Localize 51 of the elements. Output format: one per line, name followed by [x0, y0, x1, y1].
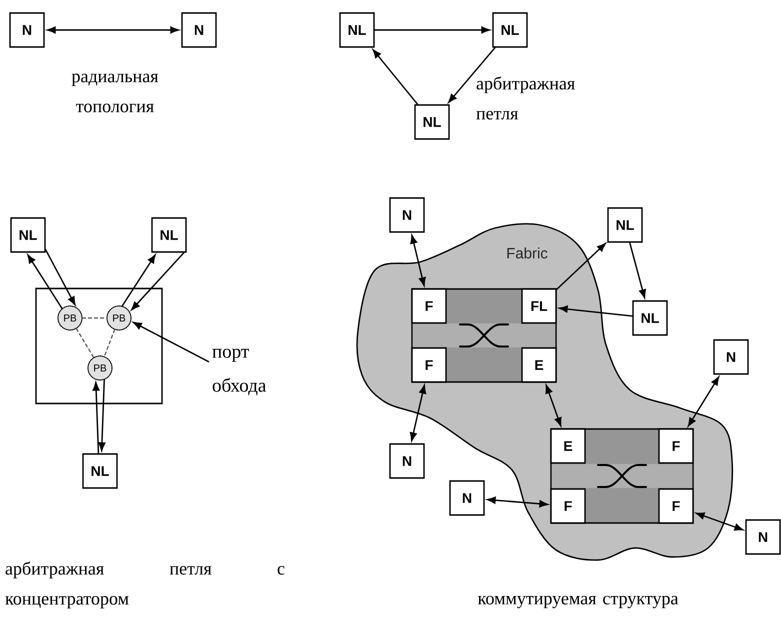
arrow: [27, 254, 63, 310]
caption: радиальная топология: [72, 74, 158, 112]
port-box: E: [550, 428, 586, 464]
arrow: [98, 379, 106, 452]
arrow: [545, 384, 562, 426]
port-box: F: [658, 488, 694, 524]
node-box: N: [449, 480, 485, 516]
port-box: E: [521, 347, 557, 383]
node-box: N: [9, 12, 45, 48]
arrow: [45, 249, 76, 306]
arrow: [410, 234, 426, 286]
arrow: [629, 242, 646, 298]
node-box: NL: [339, 12, 375, 48]
arrow: [131, 252, 185, 310]
arrow: [410, 384, 426, 442]
node-box: NL: [632, 300, 668, 336]
arrow: [92, 382, 100, 454]
arrow: [372, 49, 418, 105]
hub-box: [35, 288, 163, 404]
node-box: NL: [414, 104, 450, 140]
port-box: FL: [521, 288, 557, 324]
caption: коммутируемая структура: [478, 596, 678, 608]
arrow: [122, 254, 156, 307]
node-box: N: [389, 443, 425, 479]
node-box: N: [181, 12, 217, 48]
arrow: [374, 26, 490, 34]
dashed-line: [104, 329, 116, 357]
node-box: NL: [82, 453, 118, 489]
node-box: N: [745, 519, 781, 555]
node-box: NL: [10, 217, 46, 253]
node-box: N: [389, 197, 425, 233]
arrow: [486, 496, 548, 508]
port-box: F: [658, 428, 694, 464]
callout-text: порт обхода: [212, 348, 266, 396]
arrow: [46, 26, 180, 34]
caption: арбитражная петля с концентратором: [5, 562, 284, 608]
node-box: NL: [151, 217, 187, 253]
arrow: [558, 306, 633, 317]
port-box: F: [411, 347, 447, 383]
node-box: NL: [607, 207, 643, 243]
arrow: [696, 512, 744, 531]
node-box: NL: [492, 12, 528, 48]
arrow: [448, 47, 496, 103]
caption: арбитражная петля: [476, 76, 575, 120]
arrow: [556, 243, 606, 290]
port-box: F: [550, 488, 586, 524]
dashed-line: [76, 328, 94, 358]
leader-line: [133, 322, 210, 362]
arrow: [688, 376, 720, 426]
port-box: F: [411, 288, 447, 324]
node-box: N: [713, 339, 749, 375]
